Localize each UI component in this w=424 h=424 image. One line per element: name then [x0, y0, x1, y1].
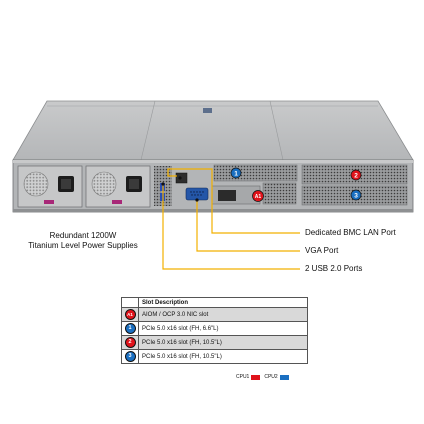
slot-badge-a1: A1 — [252, 190, 264, 202]
cpu2-swatch — [279, 374, 289, 380]
table-row: 1 PCIe 5.0 x16 slot (FH, 6.6"L) — [121, 321, 308, 336]
table-row: 3 PCIe 5.0 x16 slot (FH, 10.5"L) — [121, 349, 308, 364]
pcie-slot-1 — [213, 164, 298, 182]
vga-pins-icon — [190, 191, 204, 196]
cpu2-legend-label: CPU2 — [264, 374, 278, 380]
vga-port[interactable] — [185, 187, 209, 201]
table-row: 2 PCIe 5.0 x16 slot (FH, 10.5"L) — [121, 335, 308, 350]
chassis-top-cover — [12, 100, 414, 161]
slot-2-badge-icon: 2 — [124, 337, 136, 348]
slot-3-badge-icon: 3 — [124, 351, 136, 362]
slot-a1-badge-icon: A1 — [124, 309, 136, 320]
slot-1-badge-icon: 1 — [124, 323, 136, 334]
table-header-number-cell — [121, 297, 139, 308]
svg-text:1: 1 — [234, 171, 238, 178]
table-header-row: Slot Description — [121, 297, 308, 308]
callout-dots — [161, 176, 199, 202]
slot-description: PCIe 5.0 x16 slot (FH, 6.6"L) — [138, 321, 308, 336]
cpu1-legend-label: CPU1 — [236, 374, 250, 380]
slot-description: PCIe 5.0 x16 slot (FH, 10.5"L) — [138, 349, 308, 364]
bmc-lan-label: Dedicated BMC LAN Port — [305, 228, 396, 237]
svg-text:A1: A1 — [255, 194, 262, 200]
power-supply-label-line1: Redundant 1200W — [49, 231, 117, 240]
cpu-legend: CPU1 CPU2 — [236, 373, 291, 381]
slot-description-table: Slot Description A1 AIOM / OCP 3.0 NIC s… — [121, 297, 308, 364]
vga-label: VGA Port — [305, 246, 339, 255]
slot-description: PCIe 5.0 x16 slot (FH, 10.5"L) — [138, 335, 308, 350]
slot-description: AIOM / OCP 3.0 NIC slot — [138, 307, 308, 322]
usb-label: 2 USB 2.0 Ports — [305, 264, 363, 273]
power-supply-2 — [85, 165, 151, 208]
power-supply-1 — [17, 165, 83, 208]
power-supply-label-line2: Titanium Level Power Supplies — [28, 241, 138, 250]
slot-badge-2: 2 — [350, 169, 362, 181]
table-row: A1 AIOM / OCP 3.0 NIC slot — [121, 307, 308, 322]
slot-badge-3: 3 — [350, 189, 362, 201]
svg-text:2: 2 — [354, 173, 358, 180]
slot-badge-1: 1 — [230, 167, 242, 179]
aiom-slot-a1 — [211, 182, 297, 205]
table-header-label: Slot Description — [138, 297, 308, 308]
svg-text:3: 3 — [354, 193, 358, 200]
callout-lines — [162, 168, 300, 270]
cpu1-swatch — [251, 374, 261, 380]
